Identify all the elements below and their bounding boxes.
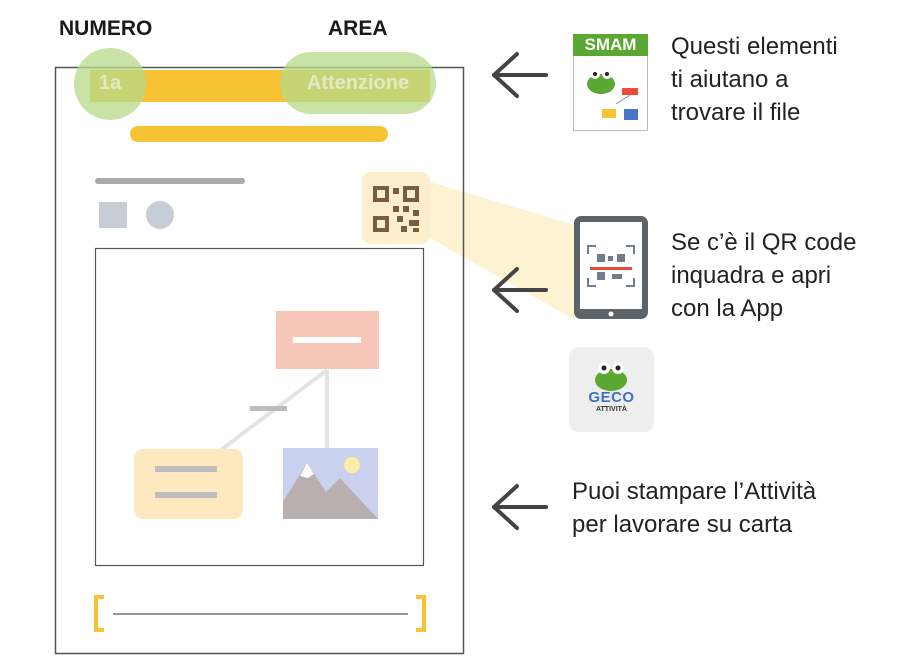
geco-sub-badge: ATTIVITÀ: [596, 406, 627, 413]
area-highlight: [280, 52, 436, 114]
geco-app-icon: [569, 347, 654, 432]
qr-beam: [430, 182, 575, 320]
geco-badge: GECO: [588, 389, 635, 406]
smam-description: Questi elementi ti aiutano a trovare il …: [671, 33, 838, 126]
number-tag: 1a: [98, 72, 122, 94]
image-node-icon: [283, 448, 378, 519]
smam-badge: SMAM: [584, 35, 637, 54]
footer-bracket: [94, 595, 426, 632]
numero-header: NUMERO: [59, 17, 153, 40]
subtitle-bar: [130, 126, 388, 142]
arrow-left-icon: [492, 267, 548, 313]
arrow-left-icon: [492, 52, 548, 98]
left-node: [134, 449, 243, 519]
qr-code-icon: [373, 186, 419, 232]
smam-icon: [573, 34, 648, 131]
area-header: AREA: [328, 17, 388, 40]
tablet-qr-scan-icon: [574, 216, 648, 319]
area-tag: Attenzione: [306, 72, 410, 94]
content-frame: [94, 247, 425, 567]
connector: [203, 368, 329, 464]
square-icon: [99, 202, 127, 228]
circle-icon: [146, 201, 174, 229]
connector-label: [250, 406, 287, 411]
arrow-left-icon: [492, 484, 548, 530]
number-highlight: [74, 48, 146, 120]
line-placeholder: [95, 178, 245, 184]
print-description: Puoi stampare l’Attività per lavorare su…: [572, 478, 817, 538]
activity-sheet: [54, 66, 465, 655]
qr-description: Se c’è il QR code inquadra e apri con la…: [671, 229, 857, 322]
